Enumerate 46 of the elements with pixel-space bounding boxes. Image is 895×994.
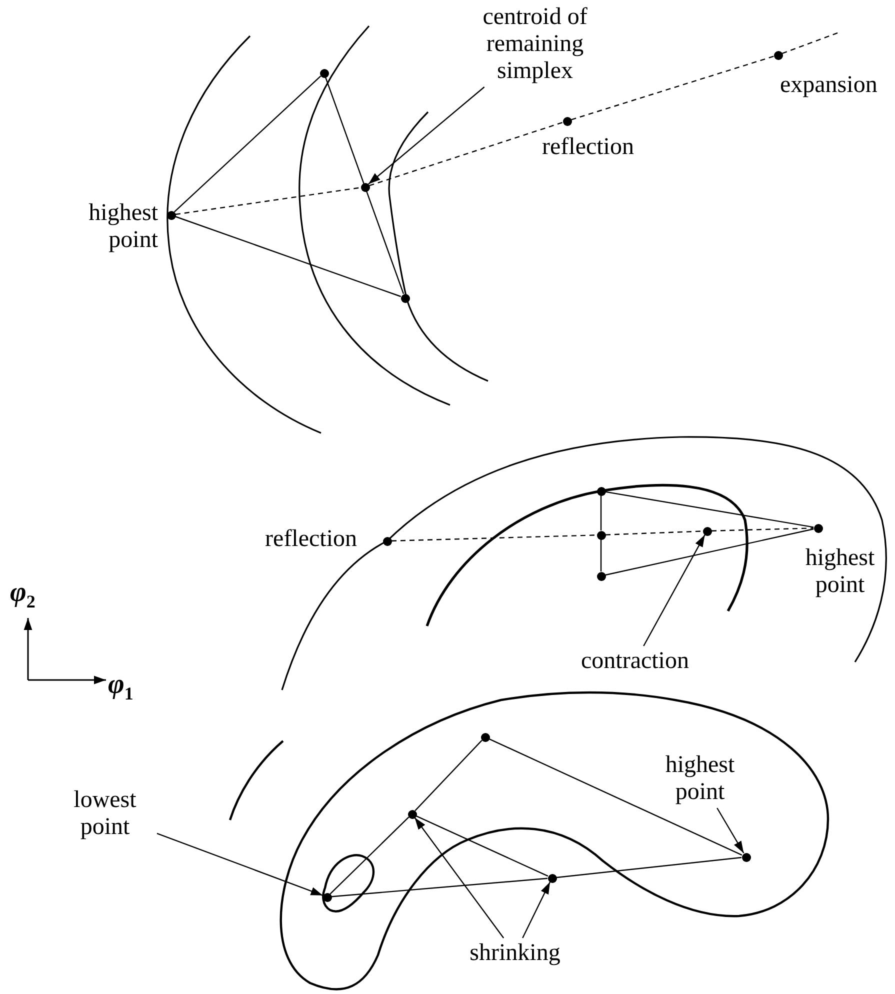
simplex-edge [416,815,548,877]
axis-label: φ$_{2}$ [10,578,36,614]
data-point [596,486,606,496]
data-point [480,732,490,742]
data-point [400,294,410,302]
simplex-edge [330,816,410,894]
leader-line [643,534,706,646]
simplex-edge [175,216,401,298]
leader-line [414,817,504,938]
callout-text: highest point [650,752,750,806]
data-point [548,874,556,882]
data-point [702,526,712,536]
leader-line [368,86,485,185]
data-point [814,524,822,532]
simplex-edge [605,491,814,528]
point-label: highest point [804,545,876,599]
callout-text: centroid of remaining simplex [460,4,610,85]
leader-line [716,808,744,854]
simplex-edge [414,740,482,812]
point-label: highest point [88,200,158,254]
axis-label: φ$_{1}$ [108,670,134,706]
simplex-edge [324,77,404,294]
data-point [596,530,606,540]
data-point [408,810,416,818]
point-label: expansion [780,72,878,99]
callout-text: lowest point [55,787,155,841]
simplex-edge [556,856,742,878]
simplex-edge [174,76,322,212]
data-point [562,116,572,126]
data-point [360,182,370,192]
simplex-edge [600,496,602,530]
simplex-edge [331,878,548,898]
point-label: reflection [541,134,635,161]
leader-line [522,882,551,938]
data-point [320,68,328,78]
data-point [382,536,392,546]
simplex-edge [488,738,742,856]
simplex-edge [605,528,814,576]
point-label: reflection [264,526,357,553]
data-point [742,852,750,862]
data-point [774,50,782,60]
leader-line [156,832,324,896]
simplex-edge [600,540,602,572]
callout-text: contraction [560,648,710,675]
data-point [596,572,606,580]
callout-text: shrinking [450,940,580,967]
